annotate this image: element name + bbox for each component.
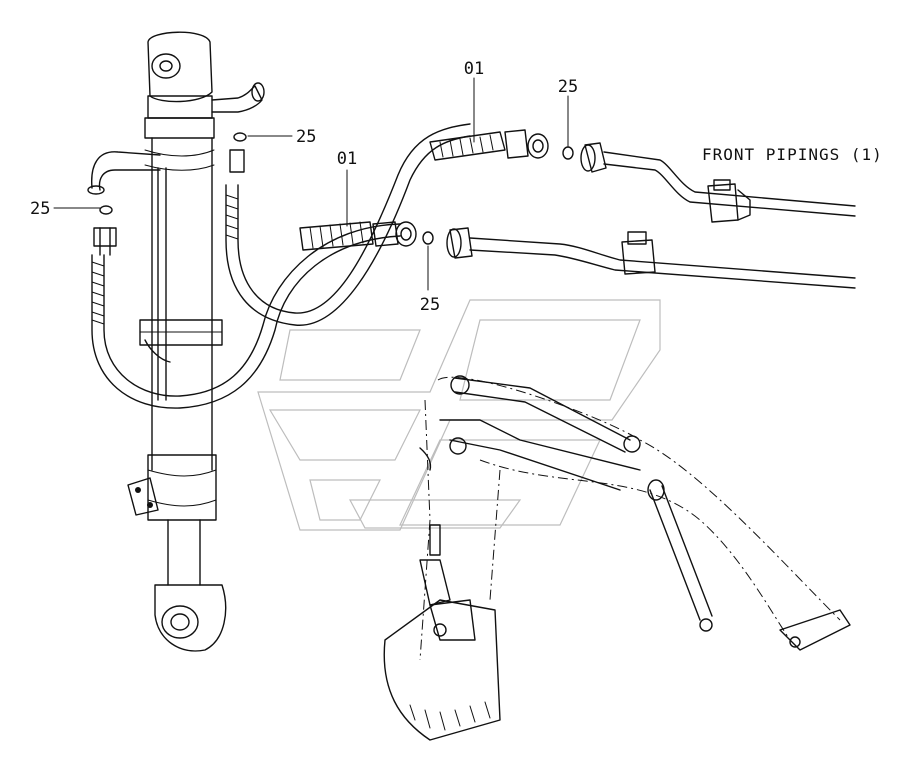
callout-01-upper: 01 bbox=[464, 59, 484, 79]
pipe-upper-right bbox=[580, 142, 856, 223]
oring-middle bbox=[422, 231, 434, 245]
watermark-logo bbox=[257, 299, 661, 531]
boom-cylinder bbox=[127, 31, 227, 652]
steel-tube-left bbox=[87, 151, 171, 401]
hose-upper-left bbox=[225, 123, 471, 326]
pipe-lower-right bbox=[446, 227, 856, 289]
callout-25-middle: 25 bbox=[420, 295, 440, 315]
callout-01-lower: 01 bbox=[337, 149, 357, 169]
diagram-title: FRONT PIPINGS (1) bbox=[702, 145, 883, 164]
callout-25-top-right: 25 bbox=[558, 77, 578, 97]
elbow-fitting-top bbox=[211, 82, 265, 113]
oring-top-right bbox=[562, 146, 574, 160]
oring-left bbox=[99, 205, 113, 215]
hose-left bbox=[91, 223, 401, 409]
hose-01-upper bbox=[429, 129, 549, 161]
callout-25-left: 25 bbox=[30, 199, 50, 219]
oring-upper-left bbox=[233, 132, 247, 142]
callout-25-upper-left: 25 bbox=[296, 127, 316, 147]
leader-lines bbox=[53, 77, 569, 291]
excavator-arm bbox=[383, 375, 851, 741]
